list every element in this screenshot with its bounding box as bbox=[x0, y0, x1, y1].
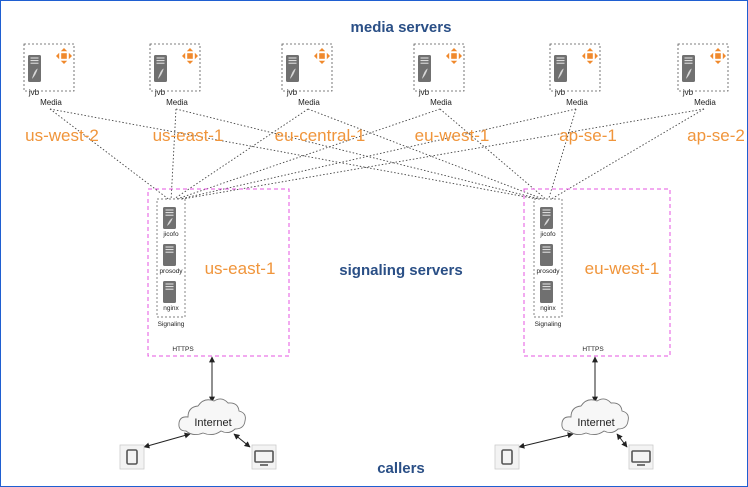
signaling-service-label: nginx bbox=[163, 305, 179, 312]
server-icon bbox=[682, 55, 695, 82]
media-region-label: ap-se-2 bbox=[687, 126, 745, 145]
media-role-label: Media bbox=[298, 98, 320, 107]
signaling-region-box bbox=[523, 188, 671, 357]
media-server-box bbox=[281, 43, 333, 92]
signaling-role-label: Signaling bbox=[158, 321, 185, 328]
caller-connection bbox=[616, 433, 628, 448]
media-role-label: Media bbox=[430, 98, 452, 107]
media-signaling-link bbox=[439, 108, 549, 202]
caller-connection bbox=[233, 433, 251, 448]
server-icon bbox=[163, 281, 176, 303]
server-icon bbox=[163, 244, 176, 266]
caller-tablet bbox=[494, 444, 520, 470]
media-signaling-link bbox=[49, 108, 172, 202]
signaling-service-label: jicofo bbox=[162, 231, 179, 238]
media-region-label: eu-west-1 bbox=[415, 126, 490, 145]
media-signaling-link bbox=[49, 108, 549, 202]
move-arrows-icon bbox=[182, 48, 198, 64]
signaling-service-label: nginx bbox=[540, 305, 556, 312]
monitor-icon bbox=[631, 450, 651, 466]
server-icon bbox=[540, 207, 553, 229]
connection-lines bbox=[49, 108, 705, 449]
media-service-label: jvb bbox=[286, 88, 298, 97]
media-region-label: us-east-1 bbox=[153, 126, 224, 145]
cloud-icon bbox=[178, 398, 246, 436]
signaling-service-label: prosody bbox=[536, 268, 560, 275]
media-signaling-link bbox=[170, 108, 177, 202]
media-service-label: jvb bbox=[28, 88, 40, 97]
media-servers-group: jvbMediaus-west-2jvbMediaus-east-1jvbMed… bbox=[23, 43, 745, 145]
signaling-service-label: prosody bbox=[159, 268, 183, 275]
media-region-label: ap-se-1 bbox=[559, 126, 617, 145]
internet-label: Internet bbox=[577, 417, 614, 429]
callers-title: callers bbox=[377, 460, 425, 477]
server-icon bbox=[540, 281, 553, 303]
server-icon bbox=[540, 244, 553, 266]
callers-group bbox=[119, 444, 654, 470]
signaling-region-box bbox=[147, 188, 290, 357]
media-signaling-link bbox=[175, 108, 549, 202]
move-arrows-icon bbox=[314, 48, 330, 64]
media-service-label: jvb bbox=[682, 88, 694, 97]
media-service-label: jvb bbox=[554, 88, 566, 97]
signaling-servers-title: signaling servers bbox=[339, 262, 462, 279]
server-icon bbox=[418, 55, 431, 82]
caller-monitor bbox=[628, 444, 654, 470]
https-label: HTTPS bbox=[172, 346, 194, 353]
media-role-label: Media bbox=[166, 98, 188, 107]
caller-tablet bbox=[119, 444, 145, 470]
server-icon bbox=[554, 55, 567, 82]
media-service-label: jvb bbox=[154, 88, 166, 97]
move-arrows-icon bbox=[582, 48, 598, 64]
signaling-region-label: eu-west-1 bbox=[585, 259, 660, 278]
server-icon bbox=[28, 55, 41, 82]
media-signaling-link bbox=[170, 108, 309, 202]
move-arrows-icon bbox=[446, 48, 462, 64]
media-signaling-link bbox=[170, 108, 441, 202]
server-icon bbox=[163, 207, 176, 229]
media-service-label: jvb bbox=[418, 88, 430, 97]
media-role-label: Media bbox=[566, 98, 588, 107]
server-icon bbox=[154, 55, 167, 82]
signaling-service-label: jicofo bbox=[539, 231, 556, 238]
monitor-icon bbox=[254, 450, 274, 466]
media-signaling-link bbox=[547, 108, 705, 202]
media-signaling-link bbox=[170, 108, 705, 202]
caller-connection bbox=[518, 432, 574, 449]
signaling-role-label: Signaling bbox=[535, 321, 562, 328]
tablet-icon bbox=[126, 449, 138, 465]
media-servers-title: media servers bbox=[351, 19, 452, 36]
move-arrows-icon bbox=[56, 48, 72, 64]
media-region-label: eu-central-1 bbox=[275, 126, 366, 145]
server-icon bbox=[286, 55, 299, 82]
media-region-label: us-west-2 bbox=[25, 126, 99, 145]
media-role-label: Media bbox=[694, 98, 716, 107]
media-signaling-link bbox=[547, 108, 577, 202]
move-arrows-icon bbox=[710, 48, 726, 64]
tablet-icon bbox=[501, 449, 513, 465]
https-label: HTTPS bbox=[582, 346, 604, 353]
media-signaling-link bbox=[307, 108, 549, 202]
caller-monitor bbox=[251, 444, 277, 470]
media-signaling-link bbox=[170, 108, 577, 202]
cloud-icon bbox=[561, 398, 629, 436]
caller-connection bbox=[143, 432, 191, 449]
internet-label: Internet bbox=[194, 417, 231, 429]
media-role-label: Media bbox=[40, 98, 62, 107]
signaling-region-label: us-east-1 bbox=[205, 259, 276, 278]
